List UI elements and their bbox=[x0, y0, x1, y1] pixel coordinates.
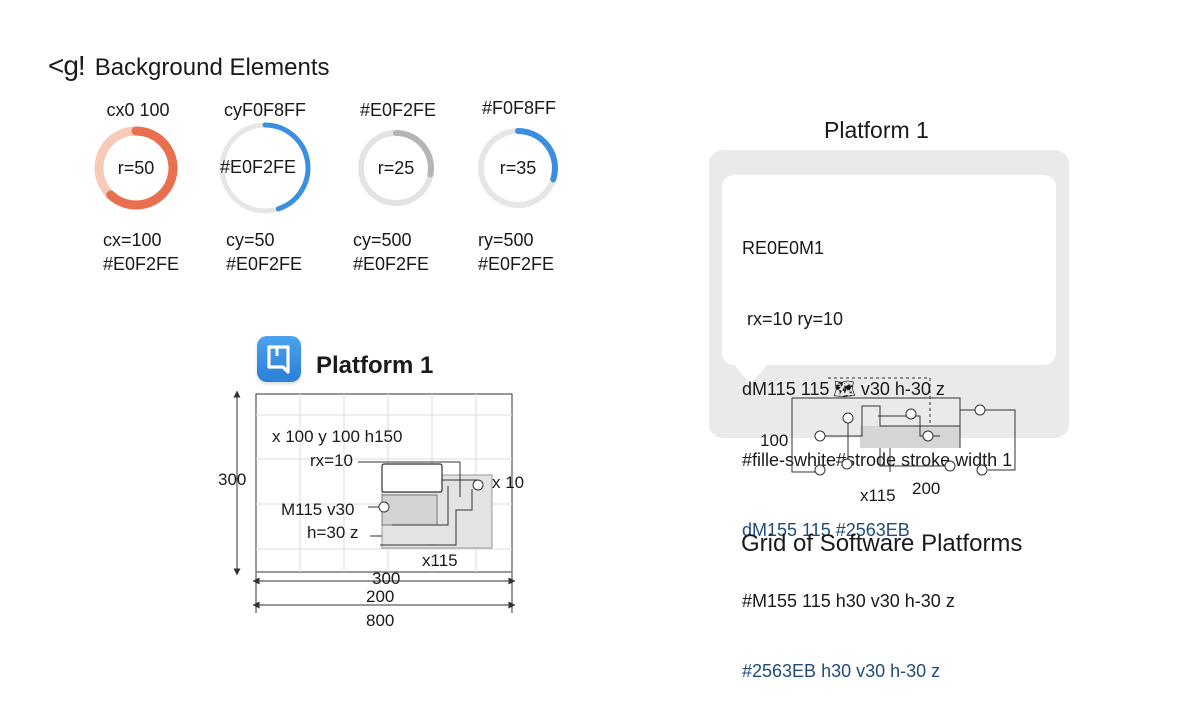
ring-3-center-text: r=25 bbox=[378, 158, 415, 178]
right-circuit-diagram bbox=[791, 377, 1016, 476]
svg-group-glyph: <g! bbox=[48, 50, 86, 81]
section-title: Background Elements bbox=[94, 54, 330, 81]
left-x10-label: x 10 bbox=[492, 473, 525, 492]
dimension-300-vertical-label: 300 bbox=[218, 470, 247, 489]
ring-1-caption-line-2: #E0F2FE bbox=[103, 254, 180, 274]
right-platform-title: Platform 1 bbox=[824, 117, 929, 143]
dimension-200-label: 200 bbox=[366, 587, 395, 606]
ring-1-top-label: cx0 100 bbox=[106, 100, 170, 120]
left-platform-diagram bbox=[233, 390, 516, 613]
ring-3-caption: cy=500 #E0F2FE bbox=[353, 228, 429, 276]
circuit-node bbox=[944, 460, 956, 472]
code-line-4: #fille-swhite#strode stroke width 1 bbox=[742, 449, 1013, 470]
circuit-node bbox=[905, 408, 917, 420]
ring-3-caption-line-2: #E0F2FE bbox=[353, 254, 430, 274]
ring-4-arc bbox=[515, 128, 558, 183]
platform-rect-shape bbox=[381, 463, 443, 493]
circuit-node bbox=[922, 430, 934, 442]
platform-app-icon bbox=[257, 336, 301, 382]
ring-4-center-text: r=35 bbox=[500, 158, 537, 178]
ring-1-center-text: r=50 bbox=[118, 158, 155, 178]
section-header: <g! Background Elements bbox=[48, 50, 330, 82]
ring-1-caption: cx=100 #E0F2FE bbox=[103, 228, 179, 276]
anchor-point-right bbox=[472, 479, 484, 491]
ring-4-caption: ry=500 #E0F2FE bbox=[478, 228, 554, 276]
ring-4-caption-line-2: #E0F2FE bbox=[478, 254, 555, 274]
code-line-6: #M155 115 h30 v30 h-30 z bbox=[742, 590, 955, 611]
circuit-node bbox=[814, 430, 826, 442]
svg-code-listing: RE0E0M1 rx=10 ry=10 dM115 115 🗺 v30 h-30… bbox=[742, 190, 1012, 707]
ring-3-top-label: #E0F2FE bbox=[359, 100, 437, 120]
code-line-1: RE0E0M1 bbox=[742, 238, 825, 258]
circuit-node bbox=[814, 464, 826, 476]
left-path-label-1: M115 v30 bbox=[281, 500, 355, 519]
left-rect-attrs: x 100 y 100 h150 bbox=[272, 427, 403, 446]
ring-3-caption-line-1: cy=500 bbox=[353, 230, 412, 250]
dimension-800-label: 800 bbox=[366, 611, 395, 630]
left-x115-label: x115 bbox=[422, 551, 458, 570]
circuit-lines bbox=[791, 377, 1016, 473]
code-bubble bbox=[722, 175, 1056, 365]
ring-2-top-label: cyF0F8FF bbox=[223, 100, 306, 120]
circuit-nodes bbox=[814, 404, 988, 476]
circuit-node bbox=[841, 458, 853, 470]
circuit-node bbox=[974, 404, 986, 416]
code-line-7: #2563EB h30 v30 h-30 z bbox=[742, 661, 941, 681]
ring-2-caption-line-1: cy=50 bbox=[226, 230, 275, 250]
anchor-point-left bbox=[378, 501, 390, 513]
ring-4: r=35 bbox=[478, 128, 558, 208]
circuit-label-200: 200 bbox=[912, 479, 941, 498]
left-platform-title: Platform 1 bbox=[316, 352, 434, 379]
circuit-label-100: 100 bbox=[760, 431, 789, 450]
ring-2-arc bbox=[262, 122, 311, 212]
ring-3-arc bbox=[393, 130, 434, 178]
ring-4-top-label: #F0F8FF bbox=[481, 98, 556, 118]
rings-layer: r=50 #E0F2FE r=25 r=35 bbox=[94, 122, 558, 214]
ring-2-caption: cy=50 #E0F2FE bbox=[226, 228, 302, 276]
circuit-shaded-region bbox=[860, 426, 960, 448]
code-line-2: rx=10 ry=10 bbox=[742, 308, 844, 329]
ring-3: r=25 bbox=[358, 130, 434, 206]
platform-path-shape bbox=[381, 494, 438, 526]
left-path-label-2: h=30 z bbox=[307, 523, 359, 542]
ring-2-caption-line-2: #E0F2FE bbox=[226, 254, 303, 274]
ring-2: #E0F2FE bbox=[219, 122, 311, 214]
ring-2-center-text: #E0F2FE bbox=[220, 157, 296, 177]
connector-lines bbox=[358, 461, 478, 546]
circuit-label-x115: x115 bbox=[860, 486, 896, 505]
ring-4-caption-line-1: ry=500 bbox=[478, 230, 534, 250]
code-line-5: dM155 115 #2563EB bbox=[742, 520, 910, 540]
bookmark-icon bbox=[267, 345, 290, 374]
ring-1-caption-line-1: cx=100 bbox=[103, 230, 162, 250]
circuit-node bbox=[976, 464, 988, 476]
code-line-3: dM115 115 🗺 v30 h-30 z bbox=[742, 379, 945, 399]
grid-caption: Grid of Software Platforms bbox=[741, 530, 1023, 557]
dimension-300-label: 300 bbox=[372, 569, 401, 588]
ring-1: r=50 bbox=[94, 126, 178, 210]
left-rx-label: rx=10 bbox=[310, 451, 353, 470]
ring-1-arc bbox=[106, 126, 178, 210]
circuit-node bbox=[842, 412, 854, 424]
code-bubble-tail bbox=[732, 362, 770, 384]
